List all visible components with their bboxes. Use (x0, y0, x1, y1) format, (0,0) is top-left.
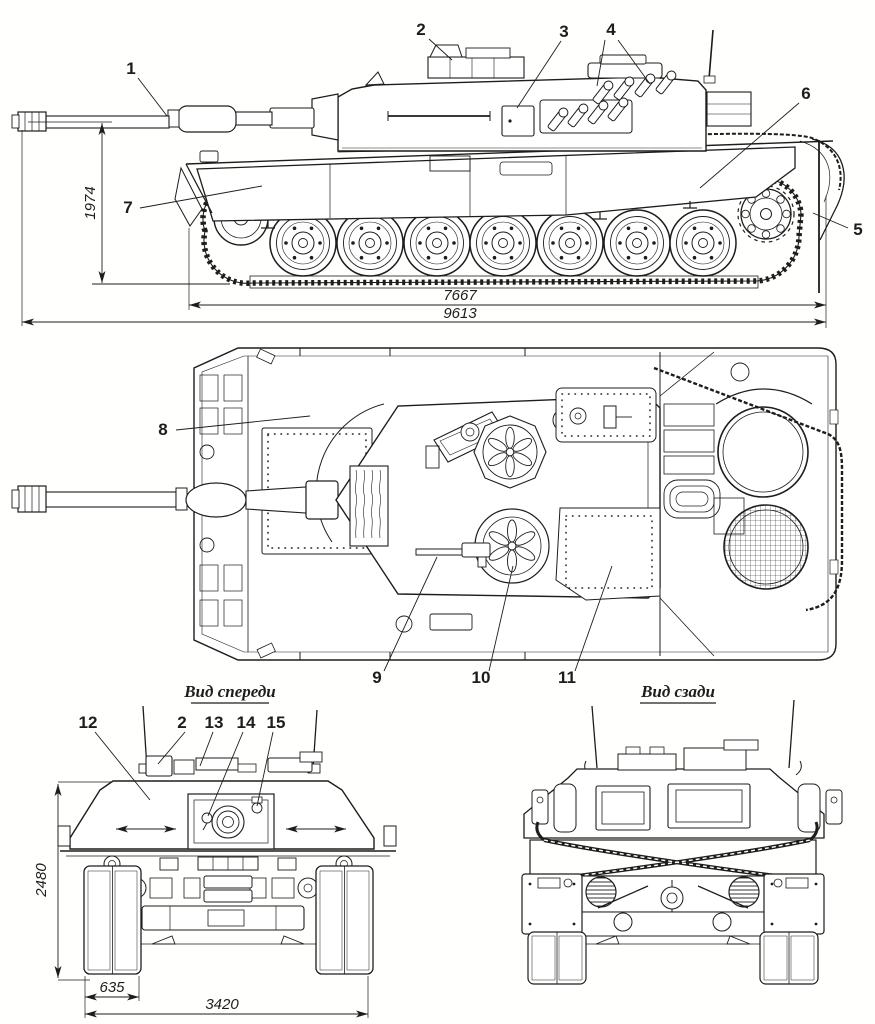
gunner-sight-housing (427, 56, 525, 79)
dimension-3420: 3420 (85, 976, 369, 1018)
callout-2-front: 2 (177, 713, 186, 732)
callout-12: 12 (79, 713, 98, 732)
deck-access-panel (555, 507, 661, 601)
bore-evacuator-top (185, 482, 247, 518)
rear-port-right (728, 876, 760, 908)
side-view-callouts: 1 2 3 4 5 6 7 (123, 20, 862, 239)
turret-side-hatch (501, 105, 535, 137)
dimension-2480: 2480 (33, 781, 112, 981)
mantlet (311, 93, 339, 141)
callout-2: 2 (416, 20, 425, 39)
turret-front (57, 751, 397, 850)
turret-rear (523, 739, 843, 839)
rear-view: Вид сзади (521, 682, 843, 985)
coax-sight (201, 812, 213, 824)
machine-gun (415, 548, 463, 556)
turret-side (337, 29, 752, 152)
track-rear-left (527, 931, 587, 985)
callout-4: 4 (606, 20, 616, 39)
turret-ring-arc (315, 403, 385, 543)
antenna-rear-left (591, 705, 598, 769)
towing-pintle (660, 886, 684, 910)
dimension-9613: 9613 (21, 130, 826, 326)
bustle-box (706, 91, 752, 127)
dimension-1974: 1974 (28, 121, 230, 285)
front-view-callouts: 12 2 13 14 15 (79, 713, 286, 817)
fuel-coil (663, 479, 721, 519)
callout-9: 9 (372, 668, 381, 687)
top-view: 8 9 10 11 (11, 347, 844, 687)
dim-1974-label: 1974 (82, 186, 99, 219)
gun-top (11, 480, 339, 520)
callout-8: 8 (158, 420, 167, 439)
rear-view-title: Вид сзади (640, 682, 715, 701)
callout-11: 11 (558, 668, 576, 687)
periscope-housing (145, 755, 173, 777)
callout-5: 5 (853, 220, 862, 239)
antenna (708, 29, 714, 80)
side-skirt (196, 146, 796, 229)
engine-deck (555, 351, 844, 657)
tow-cable-side (569, 132, 842, 191)
track-front-left (83, 865, 142, 975)
callout-6: 6 (801, 84, 810, 103)
dimension-635: 635 (84, 976, 140, 1018)
track-front-right (315, 865, 374, 975)
dim-635-label: 635 (99, 979, 125, 996)
dim-9613-label: 9613 (443, 305, 477, 322)
gun-side (11, 93, 339, 141)
callout-14: 14 (237, 713, 256, 732)
engine-grille-2 (723, 504, 809, 590)
dimension-7667: 7667 (188, 196, 827, 328)
hull-rear (521, 821, 825, 937)
commander-hatch (473, 415, 547, 489)
callout-13: 13 (205, 713, 224, 732)
front-view: Вид спереди (33, 682, 397, 1018)
tow-cable-top (653, 366, 844, 612)
side-view: 1974 7667 9613 1 2 3 4 5 6 7 (11, 20, 863, 328)
antenna-rear-right (788, 699, 795, 769)
dim-2480-label: 2480 (33, 863, 50, 898)
dim-7667-label: 7667 (443, 287, 477, 304)
track-rear-right (759, 931, 819, 985)
dim-3420-label: 3420 (205, 996, 239, 1013)
callout-7: 7 (123, 198, 132, 217)
callout-10: 10 (472, 668, 491, 687)
gun-muzzle-front (211, 805, 245, 839)
callout-1: 1 (126, 59, 135, 78)
hull-vent-grille (429, 155, 471, 172)
front-view-title: Вид спереди (183, 682, 276, 701)
gun-barrel-top (45, 491, 177, 508)
top-view-callouts: 8 9 10 11 (158, 415, 613, 687)
bore-evacuator (177, 105, 237, 133)
commander-periscope (429, 44, 463, 58)
callout-3: 3 (559, 22, 568, 41)
rear-grille-left (601, 791, 645, 825)
callout-15: 15 (267, 713, 286, 732)
engine-grille-1 (717, 406, 809, 498)
rear-grille-right (675, 789, 743, 823)
